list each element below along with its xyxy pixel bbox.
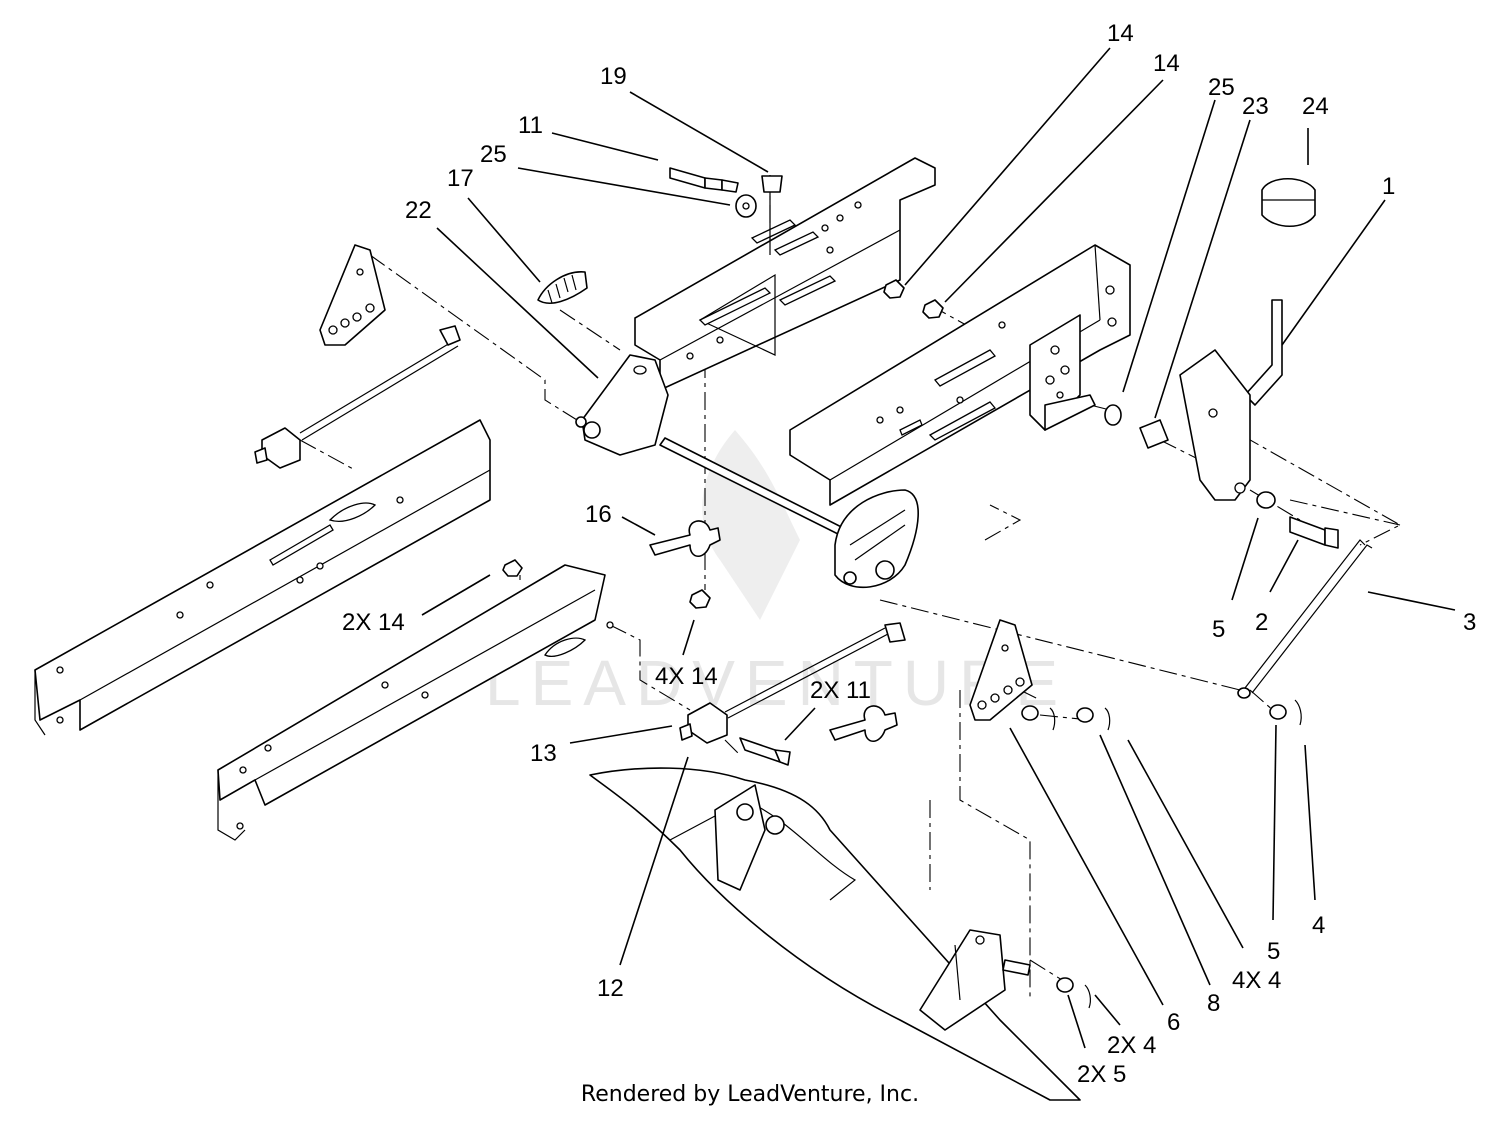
- callout-6: 6: [1167, 1009, 1180, 1036]
- top-hardware: [537, 167, 944, 319]
- callout-labels: 14 14 19 11 25 17 22 25 23 24 1 16 2X 14…: [342, 20, 1476, 1088]
- upper-frame-rail: [634, 157, 936, 391]
- callout-1: 1: [1382, 173, 1395, 200]
- callout-24: 24: [1302, 93, 1329, 120]
- callout-25-a: 25: [480, 141, 507, 168]
- cross-shaft: [575, 354, 919, 589]
- callout-2x-4: 2X 4: [1107, 1032, 1156, 1059]
- callout-11: 11: [518, 112, 543, 139]
- callout-2x-5: 2X 5: [1077, 1061, 1126, 1088]
- right-frame-rail: [789, 244, 1131, 506]
- callout-8: 8: [1207, 990, 1220, 1017]
- lift-lever: [1104, 178, 1373, 726]
- center-hardware: [649, 520, 906, 766]
- callout-17: 17: [447, 165, 474, 192]
- callout-4x-4: 4X 4: [1232, 967, 1281, 994]
- callout-13: 13: [530, 740, 557, 767]
- callout-14-b: 14: [1153, 50, 1180, 77]
- callout-25-b: 25: [1208, 74, 1235, 101]
- footer-credit: Rendered by LeadVenture, Inc.: [580, 1082, 920, 1107]
- callout-5-a: 5: [1212, 616, 1225, 643]
- lift-arm: [589, 767, 1091, 1101]
- callout-4x-14: 4X 14: [655, 663, 718, 690]
- callout-16: 16: [585, 501, 612, 528]
- assembly-lines: [299, 175, 1402, 1000]
- right-bellcrank: [969, 619, 1111, 731]
- callout-23: 23: [1242, 93, 1269, 120]
- callout-22: 22: [405, 197, 432, 224]
- callout-2x-11: 2X 11: [810, 677, 871, 704]
- callout-3: 3: [1463, 609, 1476, 636]
- callout-2x-14: 2X 14: [342, 609, 405, 636]
- callout-2: 2: [1255, 609, 1268, 636]
- callout-14-a: 14: [1107, 20, 1134, 47]
- callout-5-b: 5: [1267, 938, 1280, 965]
- lower-frame-rail: [217, 559, 614, 841]
- callout-19: 19: [600, 63, 627, 90]
- callout-4: 4: [1312, 912, 1325, 939]
- left-frame-rail: [34, 244, 491, 736]
- callout-12: 12: [597, 975, 624, 1002]
- leader-lines: [421, 47, 1456, 1049]
- watermark-text: LEADVENTURE: [485, 647, 1068, 719]
